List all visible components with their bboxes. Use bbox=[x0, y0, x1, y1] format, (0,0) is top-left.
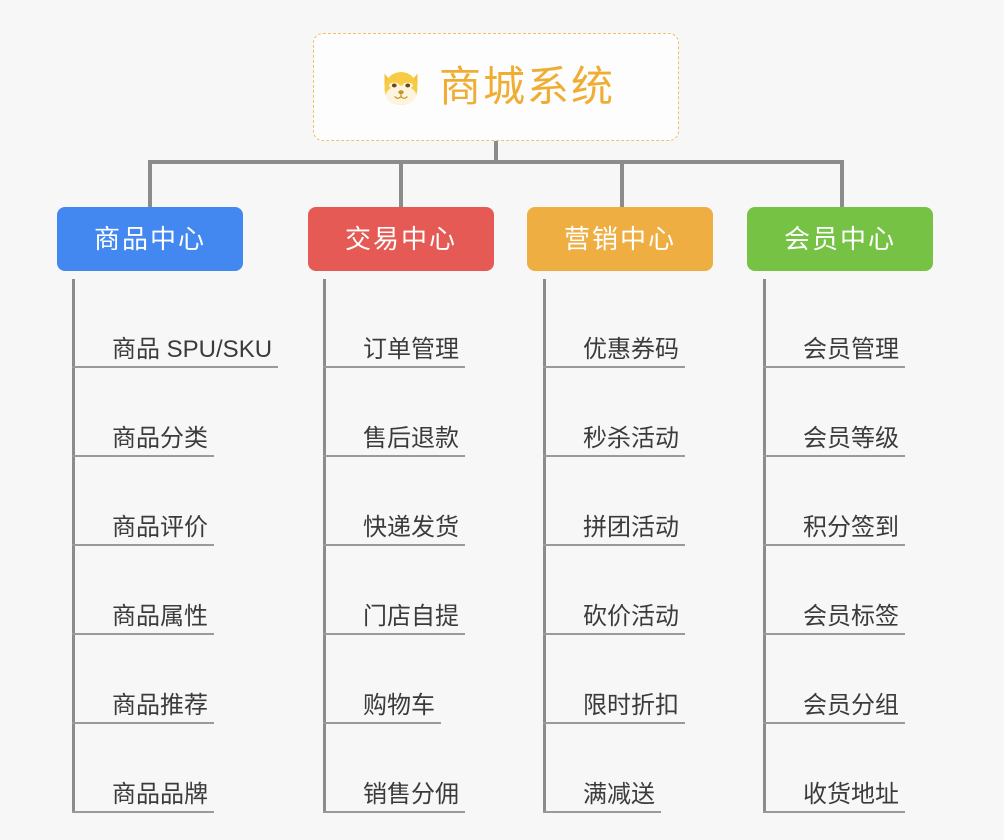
leaf-underline bbox=[323, 811, 465, 813]
leaf-underline bbox=[763, 811, 905, 813]
category-label-2: 营销中心 bbox=[563, 224, 676, 254]
leaf-underline bbox=[72, 722, 214, 724]
leaf-underline bbox=[543, 455, 685, 457]
leaf-spine bbox=[323, 279, 326, 813]
leaf-underline bbox=[72, 455, 214, 457]
leaf-item[interactable]: 订单管理 bbox=[323, 279, 465, 368]
leaf-item[interactable]: 会员分组 bbox=[763, 635, 905, 724]
leaf-item[interactable]: 商品品牌 bbox=[72, 724, 278, 813]
shiba-dog-face-icon bbox=[384, 72, 418, 105]
leaf-item[interactable]: 门店自提 bbox=[323, 546, 465, 635]
leaf-label: 购物车 bbox=[363, 691, 435, 719]
leaf-label: 积分签到 bbox=[803, 513, 899, 541]
leaf-label: 商品属性 bbox=[112, 602, 208, 630]
leaf-label: 秒杀活动 bbox=[583, 424, 679, 452]
leaf-label: 砍价活动 bbox=[583, 602, 679, 630]
connector-horizontal-bus bbox=[148, 160, 844, 164]
category-box-1[interactable]: 交易中心 bbox=[308, 207, 494, 271]
root-title: 商城系统 bbox=[438, 63, 615, 110]
leaf-underline bbox=[72, 544, 214, 546]
leaf-item[interactable]: 会员标签 bbox=[763, 546, 905, 635]
leaf-underline bbox=[763, 633, 905, 635]
leaf-item[interactable]: 购物车 bbox=[323, 635, 465, 724]
leaf-label: 限时折扣 bbox=[583, 691, 679, 719]
leaf-underline bbox=[543, 366, 685, 368]
category-label-0: 商品中心 bbox=[93, 224, 206, 254]
leaf-item[interactable]: 拼团活动 bbox=[543, 457, 685, 546]
leaf-underline bbox=[543, 722, 685, 724]
leaf-underline bbox=[323, 633, 465, 635]
leaf-label: 商品推荐 bbox=[112, 691, 208, 719]
leaf-label: 门店自提 bbox=[363, 602, 459, 630]
leaf-underline bbox=[543, 633, 685, 635]
connector-drop-交易中心 bbox=[399, 160, 403, 207]
leaf-underline bbox=[323, 722, 441, 724]
leaf-spine bbox=[763, 279, 766, 813]
leaf-column-1: 订单管理售后退款快递发货门店自提购物车销售分佣 bbox=[323, 279, 465, 813]
leaf-column-3: 会员管理会员等级积分签到会员标签会员分组收货地址 bbox=[763, 279, 905, 813]
category-label-3: 会员中心 bbox=[783, 224, 896, 254]
leaf-underline bbox=[323, 544, 465, 546]
leaf-label: 售后退款 bbox=[363, 424, 459, 452]
connector-drop-商品中心 bbox=[148, 160, 152, 207]
leaf-label: 商品分类 bbox=[112, 424, 208, 452]
leaf-spine bbox=[72, 279, 75, 813]
leaf-label: 订单管理 bbox=[363, 335, 459, 363]
leaf-label: 会员管理 bbox=[803, 335, 899, 363]
leaf-item[interactable]: 商品 SPU/SKU bbox=[72, 279, 278, 368]
category-box-3[interactable]: 会员中心 bbox=[747, 207, 933, 271]
root-node[interactable]: 商城系统 bbox=[313, 33, 679, 141]
leaf-underline bbox=[763, 722, 905, 724]
leaf-underline bbox=[323, 455, 465, 457]
category-box-0[interactable]: 商品中心 bbox=[57, 207, 243, 271]
leaf-spine bbox=[543, 279, 546, 813]
leaf-label: 商品品牌 bbox=[112, 780, 208, 808]
leaf-item[interactable]: 收货地址 bbox=[763, 724, 905, 813]
leaf-underline bbox=[72, 366, 278, 368]
leaf-item[interactable]: 满减送 bbox=[543, 724, 685, 813]
leaf-label: 会员等级 bbox=[803, 424, 899, 452]
leaf-item[interactable]: 销售分佣 bbox=[323, 724, 465, 813]
leaf-column-0: 商品 SPU/SKU 商品分类商品评价商品属性商品推荐商品品牌 bbox=[72, 279, 278, 813]
leaf-item[interactable]: 会员管理 bbox=[763, 279, 905, 368]
leaf-underline bbox=[543, 544, 685, 546]
leaf-label: 商品评价 bbox=[112, 513, 208, 541]
leaf-item[interactable]: 售后退款 bbox=[323, 368, 465, 457]
leaf-item[interactable]: 快递发货 bbox=[323, 457, 465, 546]
leaf-item[interactable]: 商品属性 bbox=[72, 546, 278, 635]
leaf-underline bbox=[763, 366, 905, 368]
leaf-label: 会员标签 bbox=[803, 602, 899, 630]
leaf-label: 商品 SPU/SKU bbox=[112, 335, 273, 363]
leaf-underline bbox=[72, 811, 214, 813]
connector-drop-营销中心 bbox=[620, 160, 624, 207]
leaf-label: 拼团活动 bbox=[583, 513, 679, 541]
leaf-item[interactable]: 商品评价 bbox=[72, 457, 278, 546]
leaf-item[interactable]: 商品推荐 bbox=[72, 635, 278, 724]
leaf-item[interactable]: 积分签到 bbox=[763, 457, 905, 546]
leaf-underline bbox=[323, 366, 465, 368]
leaf-item[interactable]: 秒杀活动 bbox=[543, 368, 685, 457]
leaf-item[interactable]: 商品分类 bbox=[72, 368, 278, 457]
leaf-item[interactable]: 砍价活动 bbox=[543, 546, 685, 635]
leaf-underline bbox=[543, 811, 661, 813]
leaf-label: 快递发货 bbox=[363, 513, 459, 541]
category-box-2[interactable]: 营销中心 bbox=[527, 207, 713, 271]
leaf-item[interactable]: 优惠券码 bbox=[543, 279, 685, 368]
leaf-label: 满减送 bbox=[583, 780, 655, 808]
leaf-underline bbox=[763, 544, 905, 546]
leaf-item[interactable]: 会员等级 bbox=[763, 368, 905, 457]
connector-root-stem bbox=[494, 141, 498, 164]
leaf-label: 优惠券码 bbox=[583, 335, 679, 363]
category-label-1: 交易中心 bbox=[344, 224, 457, 254]
leaf-underline bbox=[763, 455, 905, 457]
leaf-underline bbox=[72, 633, 214, 635]
leaf-label: 收货地址 bbox=[803, 780, 899, 808]
leaf-item[interactable]: 限时折扣 bbox=[543, 635, 685, 724]
leaf-label: 销售分佣 bbox=[363, 780, 459, 808]
connector-drop-会员中心 bbox=[840, 160, 844, 207]
leaf-label: 会员分组 bbox=[803, 691, 899, 719]
leaf-column-2: 优惠券码秒杀活动拼团活动砍价活动限时折扣满减送 bbox=[543, 279, 685, 813]
